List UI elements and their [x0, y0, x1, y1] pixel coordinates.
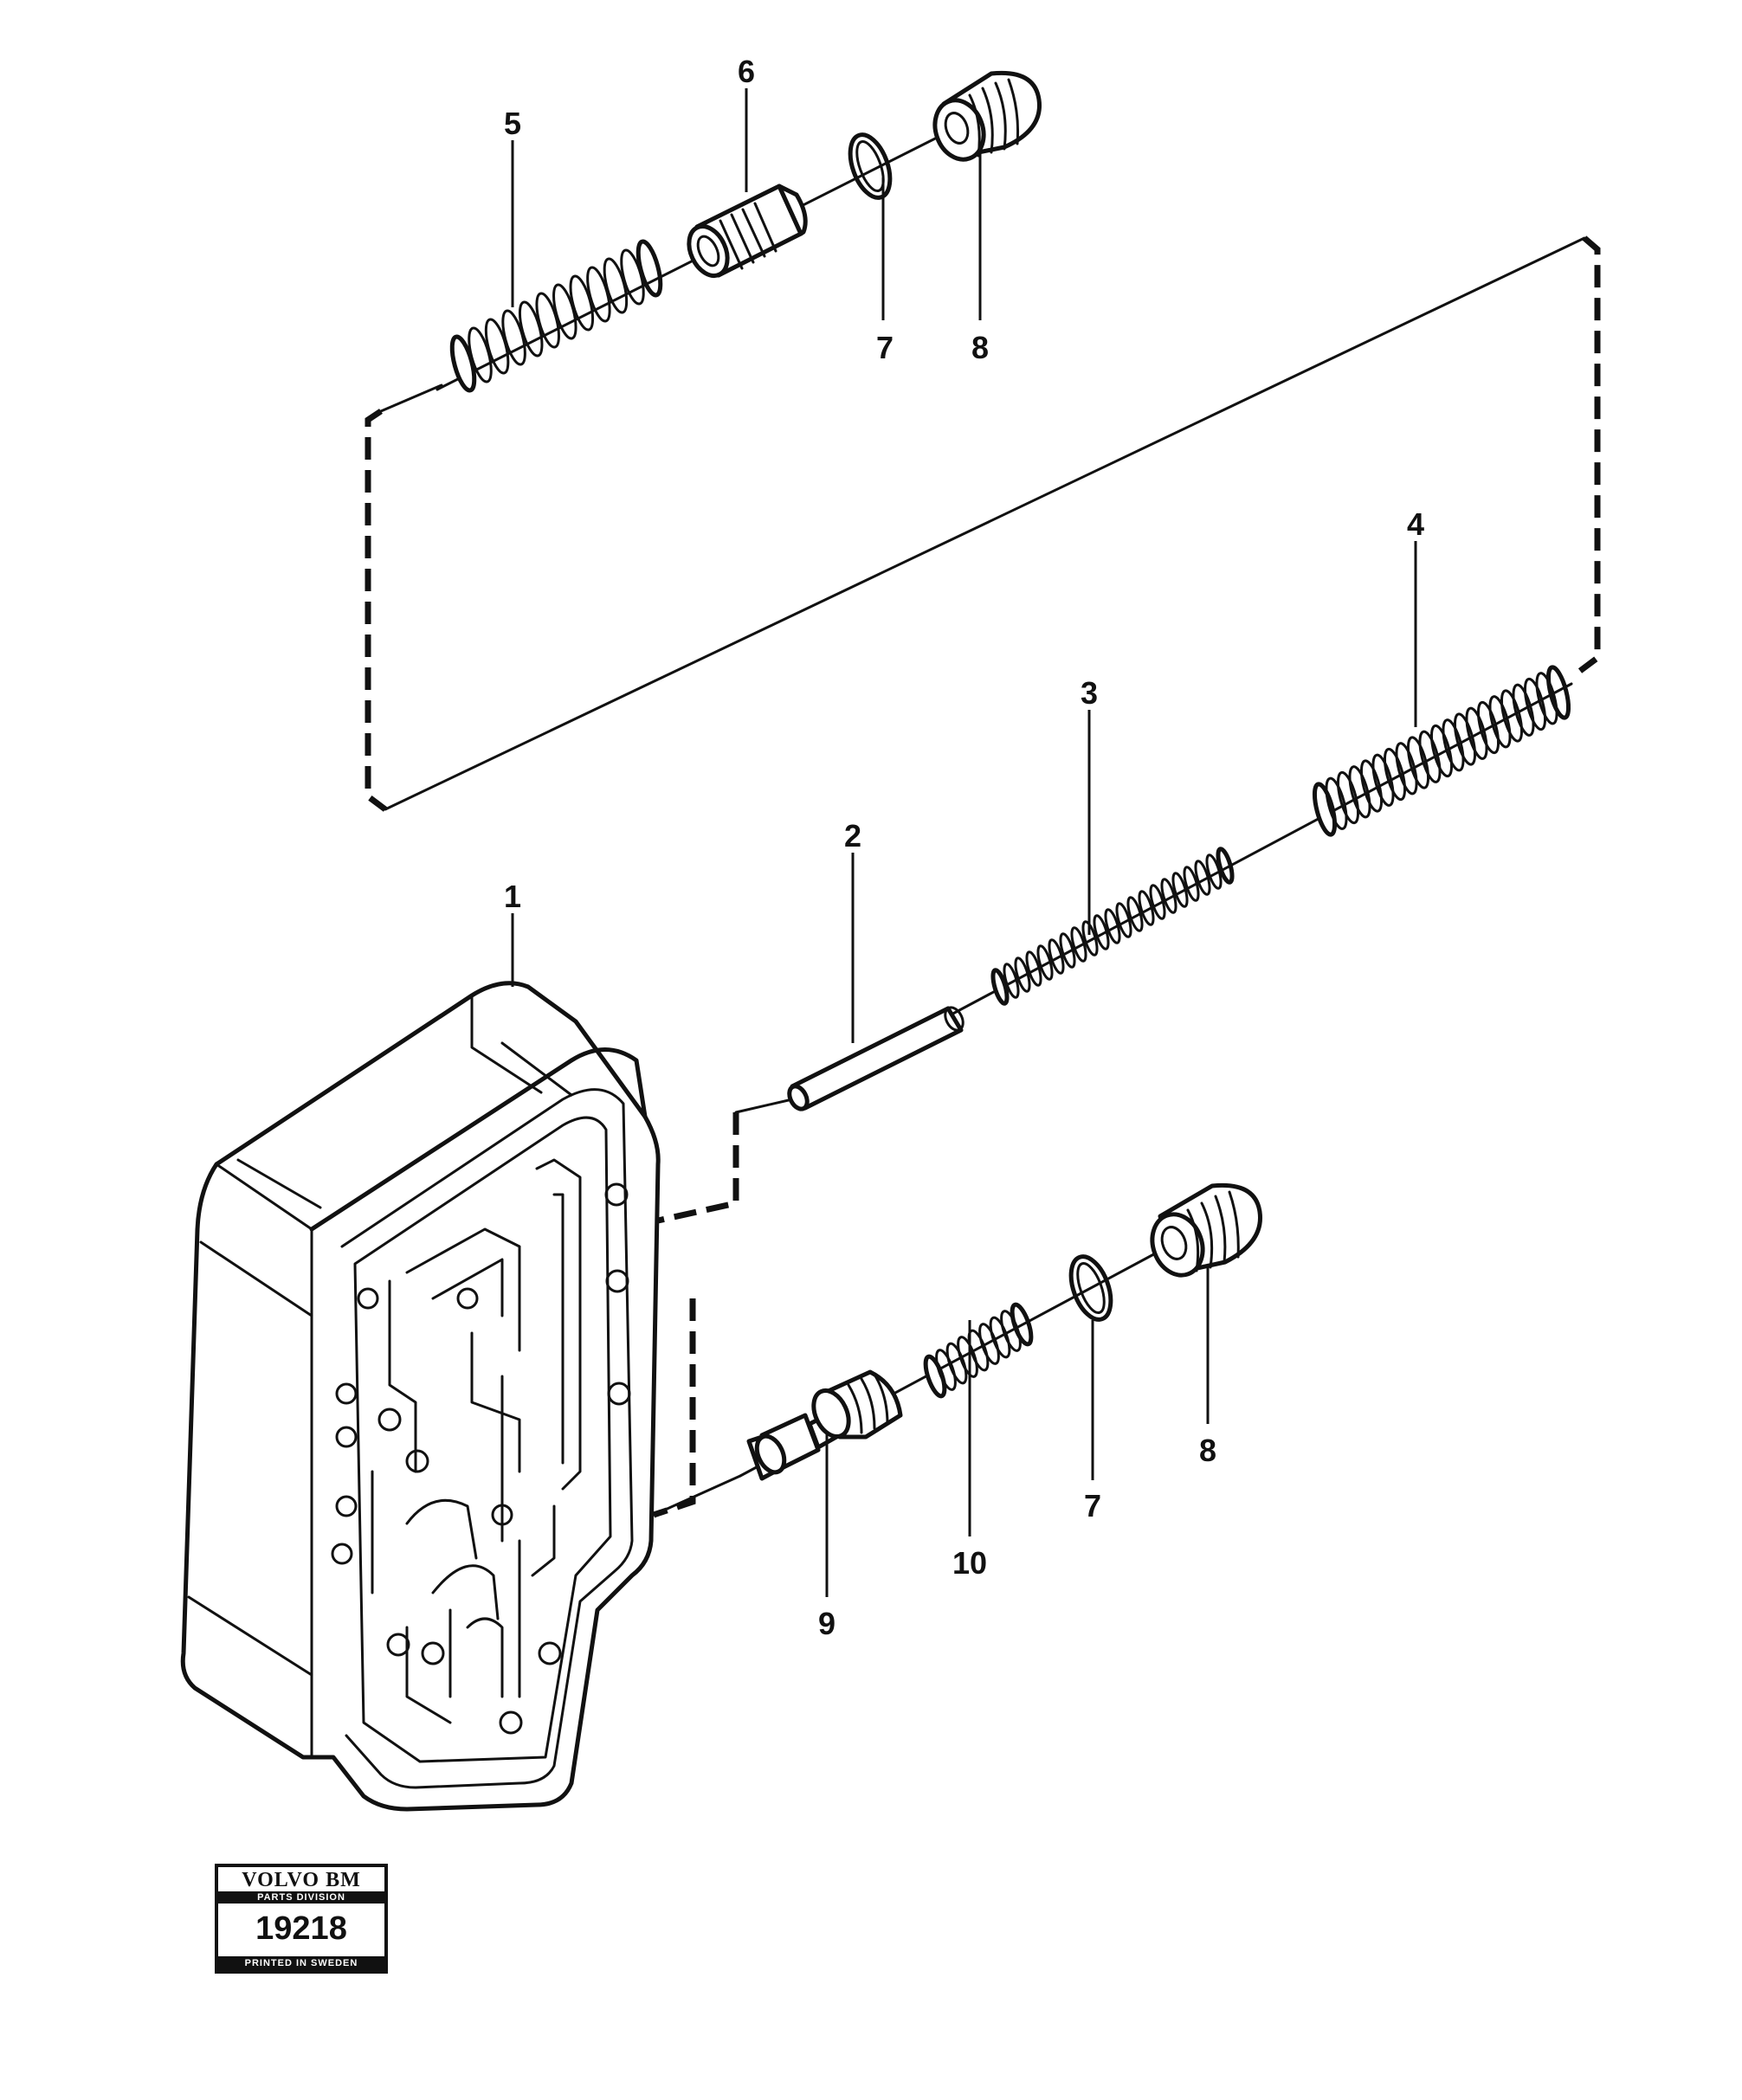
spring-coil: [1523, 677, 1547, 731]
spring-part-3: [990, 847, 1235, 1006]
spring-part-10: [923, 1302, 1034, 1399]
callout-4: 4: [1407, 506, 1424, 542]
spring-coil: [1003, 963, 1020, 999]
plug-part-8-upper: [932, 70, 1042, 162]
stamp-division: PARTS DIVISION: [218, 1891, 384, 1904]
spring-coil: [989, 1316, 1011, 1359]
spring-coil: [1093, 914, 1110, 950]
spring-coil: [1010, 1302, 1034, 1347]
assembly-guide-upper: [365, 235, 1601, 812]
spring-coil: [1442, 718, 1465, 772]
stamp-printed: PRINTED IN SWEDEN: [218, 1956, 384, 1970]
spring-coil: [1216, 847, 1235, 885]
callout-10: 10: [952, 1545, 987, 1581]
o-ring-part-7-lower: [1068, 1254, 1113, 1322]
spring-coil: [957, 1336, 978, 1378]
spring-coil: [1488, 695, 1512, 749]
spring-coil: [569, 274, 595, 332]
spring-coil: [1545, 665, 1571, 720]
spring-coil: [1149, 884, 1166, 920]
spring-coil: [1453, 712, 1477, 766]
spring-coil: [468, 326, 493, 383]
o-ring-part-7-upper: [848, 132, 893, 200]
spring-coil: [945, 1342, 968, 1385]
spring-coil: [1395, 742, 1418, 796]
spring-coil: [518, 300, 544, 358]
spring-coil: [1081, 920, 1099, 957]
spring-coil: [1371, 753, 1395, 807]
spring-coil: [636, 239, 663, 298]
spring-coil: [1312, 782, 1338, 837]
spring-coil: [501, 309, 526, 366]
spring-coil: [1059, 932, 1076, 969]
spring-coil: [1014, 957, 1031, 993]
spool-part-9: [746, 1369, 903, 1481]
spring-coil: [603, 257, 629, 314]
spring-coil: [967, 1329, 990, 1372]
spring-coil: [535, 292, 560, 349]
spring-coil: [1183, 866, 1200, 902]
spring-coil: [1476, 700, 1500, 755]
callout-8-lower: 8: [1199, 1433, 1216, 1468]
spring-coil: [1359, 759, 1384, 813]
volvo-bm-parts-stamp: VOLVO BM PARTS DIVISION 19218 PRINTED IN…: [215, 1864, 388, 1974]
pin-part-2: [787, 1006, 965, 1111]
spring-coil: [1383, 747, 1407, 802]
spring-coil: [1418, 730, 1442, 783]
spring-coil: [1115, 902, 1132, 938]
spring-coil: [990, 968, 1010, 1006]
spring-coil: [978, 1323, 1000, 1365]
spring-coil: [1325, 776, 1348, 830]
spring-coil: [1138, 890, 1155, 926]
spring-coil: [1171, 872, 1189, 908]
spring-coil: [552, 283, 577, 340]
callout-6: 6: [738, 54, 755, 89]
spring-coil: [1512, 683, 1535, 737]
spring-coil: [449, 334, 477, 393]
spring-coil: [923, 1354, 947, 1399]
spring-coil: [1194, 860, 1211, 896]
spring-coil: [586, 266, 611, 323]
spring-coil: [1160, 878, 1177, 914]
spring-part-4: [1312, 665, 1571, 837]
spring-part-5: [449, 239, 663, 393]
spring-coil: [484, 318, 510, 375]
spring-coil: [1500, 689, 1524, 743]
spring-coil: [1465, 706, 1488, 760]
callout-labels: 1 2 3 4 5 6 7 8 7 8 9 10: [504, 54, 1424, 1641]
sleeve-part-6: [687, 184, 808, 278]
callout-3: 3: [1081, 675, 1098, 711]
spring-coil: [1406, 736, 1430, 789]
callout-9: 9: [818, 1606, 836, 1641]
callout-7-upper: 7: [876, 330, 894, 365]
stamp-number: 19218: [255, 1910, 347, 1947]
spring-coil: [1070, 926, 1087, 963]
callout-7-lower: 7: [1084, 1488, 1101, 1523]
stamp-brand: VOLVO BM: [242, 1869, 361, 1891]
spring-coil: [1336, 770, 1360, 825]
spring-coil: [1205, 854, 1223, 890]
callout-1: 1: [504, 879, 521, 914]
spring-coil: [1348, 765, 1371, 819]
spring-coil: [1048, 938, 1065, 975]
plug-part-8-lower: [1150, 1182, 1262, 1278]
spring-coil: [935, 1349, 957, 1391]
spring-coil: [1126, 896, 1144, 932]
spring-coil: [1104, 908, 1121, 944]
callout-8-upper: 8: [971, 330, 989, 365]
spring-coil: [1025, 950, 1042, 987]
leader-lines: [511, 88, 1417, 1597]
callout-5: 5: [504, 106, 521, 141]
callout-2: 2: [844, 818, 861, 854]
spring-coil: [1036, 944, 1054, 981]
spring-coil: [1429, 724, 1454, 778]
valve-housing-part-1: [180, 981, 661, 1812]
spring-coil: [1535, 672, 1558, 725]
assembly-guide-housing: [652, 1098, 794, 1518]
